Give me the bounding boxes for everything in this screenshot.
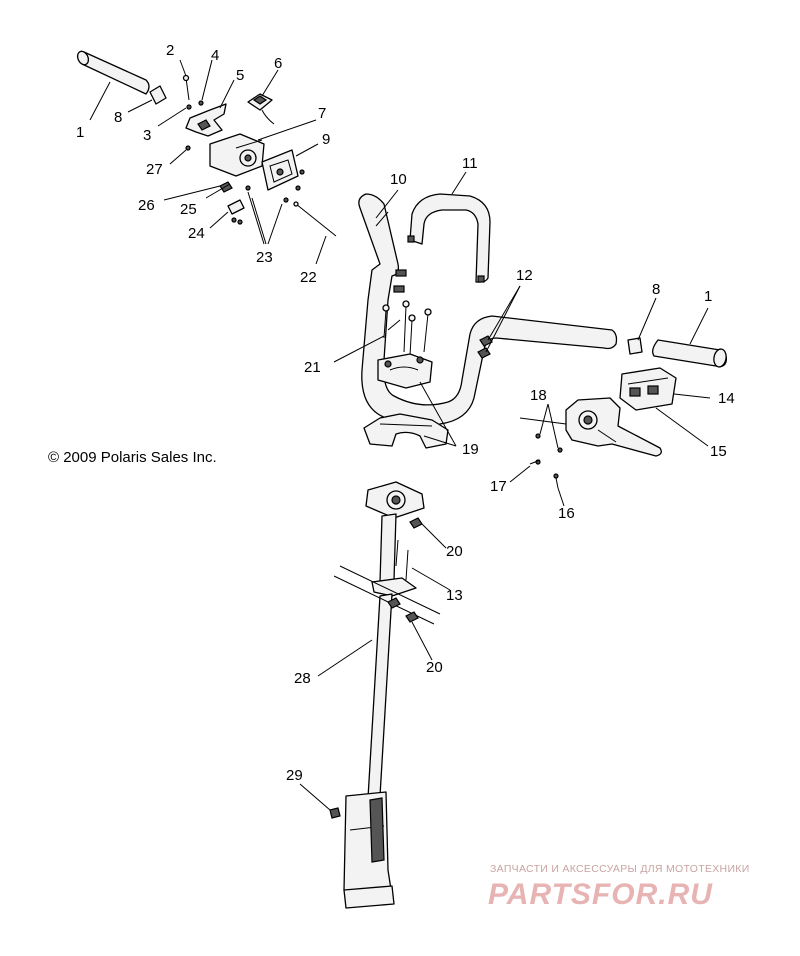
- callout-8-right: 8: [652, 281, 660, 298]
- callout-11: 11: [462, 155, 478, 172]
- brake-switch-housing: [619, 367, 677, 411]
- throttle-cable: [293, 201, 337, 237]
- callout-2: 2: [166, 42, 174, 59]
- upper-clamp: [377, 353, 433, 389]
- screw-2: [182, 74, 190, 101]
- screw-23a: [245, 185, 251, 191]
- callout-21: 21: [304, 359, 321, 376]
- throttle-housing: [209, 133, 265, 177]
- steering-column: [343, 481, 425, 909]
- callout-4: 4: [211, 47, 219, 64]
- callout-20-lower: 20: [426, 659, 443, 676]
- callout-23: 23: [256, 249, 273, 266]
- nut-20c: [387, 597, 401, 609]
- right-grip: [652, 339, 728, 368]
- screw-27: [185, 145, 191, 151]
- switch-24: [227, 199, 245, 215]
- callout-6: 6: [274, 55, 282, 72]
- bolt-13b: [405, 549, 409, 581]
- callout-29: 29: [286, 767, 303, 784]
- callout-27: 27: [146, 161, 163, 178]
- callout-1-left: 1: [76, 124, 84, 141]
- callout-20-upper: 20: [446, 543, 463, 560]
- nut-20b: [405, 611, 419, 623]
- callout-18: 18: [530, 387, 547, 404]
- lower-clamp: [363, 413, 449, 449]
- screw-18a: [535, 433, 541, 439]
- left-end-cap: [149, 85, 167, 105]
- callout-5: 5: [236, 67, 244, 84]
- throttle-switch: [247, 93, 275, 125]
- screw-16: [553, 473, 559, 479]
- screw-9a: [299, 169, 305, 175]
- watermark: ЗАПЧАСТИ И АКСЕССУАРЫ ДЛЯ МОТОТЕХНИКИ PA…: [488, 863, 750, 911]
- nut-20a: [409, 517, 423, 529]
- callout-13: 13: [446, 587, 463, 604]
- copyright-notice: © 2009 Polaris Sales Inc.: [48, 449, 217, 466]
- right-end-cap: [627, 337, 643, 355]
- nut-26: [219, 181, 233, 193]
- callout-3: 3: [143, 127, 151, 144]
- washer-3: [186, 104, 192, 110]
- bolt-13a: [395, 539, 399, 567]
- callouts: 1 8 2 3 4 5 6 7 9 27 26 25 24 23 22 10 1…: [76, 42, 735, 784]
- screw-23b: [283, 197, 289, 203]
- callout-26: 26: [138, 197, 155, 214]
- callout-19: 19: [462, 441, 479, 458]
- callout-1-right: 1: [704, 288, 712, 305]
- left-grip: [76, 50, 150, 95]
- callout-28: 28: [294, 670, 311, 687]
- callout-10: 10: [390, 171, 407, 188]
- screw-9b: [295, 185, 301, 191]
- screw-24b: [237, 219, 243, 225]
- nut-29: [329, 807, 341, 819]
- screw-17-shank: [529, 459, 541, 465]
- screw-16-shank: [555, 477, 559, 489]
- callout-17: 17: [490, 478, 507, 495]
- throttle-cover: [261, 149, 299, 191]
- callout-16: 16: [558, 505, 575, 522]
- screw-24a: [231, 217, 237, 223]
- leader-lines: [89, 59, 711, 811]
- callout-14: 14: [718, 390, 735, 407]
- nut-4: [198, 100, 204, 106]
- throttle-lever: [185, 103, 227, 137]
- callout-15: 15: [710, 443, 727, 460]
- watermark-brand: PARTSFOR.RU: [488, 878, 713, 911]
- callout-25: 25: [180, 201, 197, 218]
- bolts-21: [382, 269, 432, 357]
- watermark-tagline: ЗАПЧАСТИ И АКСЕССУАРЫ ДЛЯ МОТОТЕХНИКИ: [490, 863, 750, 875]
- handlebar-pad: [407, 193, 491, 283]
- screw-18b: [557, 447, 563, 453]
- callout-12: 12: [516, 267, 533, 284]
- callout-9: 9: [322, 131, 330, 148]
- callout-7: 7: [318, 105, 326, 122]
- callout-22: 22: [300, 269, 317, 286]
- callout-24: 24: [188, 225, 205, 242]
- callout-8-left: 8: [114, 109, 122, 126]
- brake-master-cylinder: [565, 397, 662, 457]
